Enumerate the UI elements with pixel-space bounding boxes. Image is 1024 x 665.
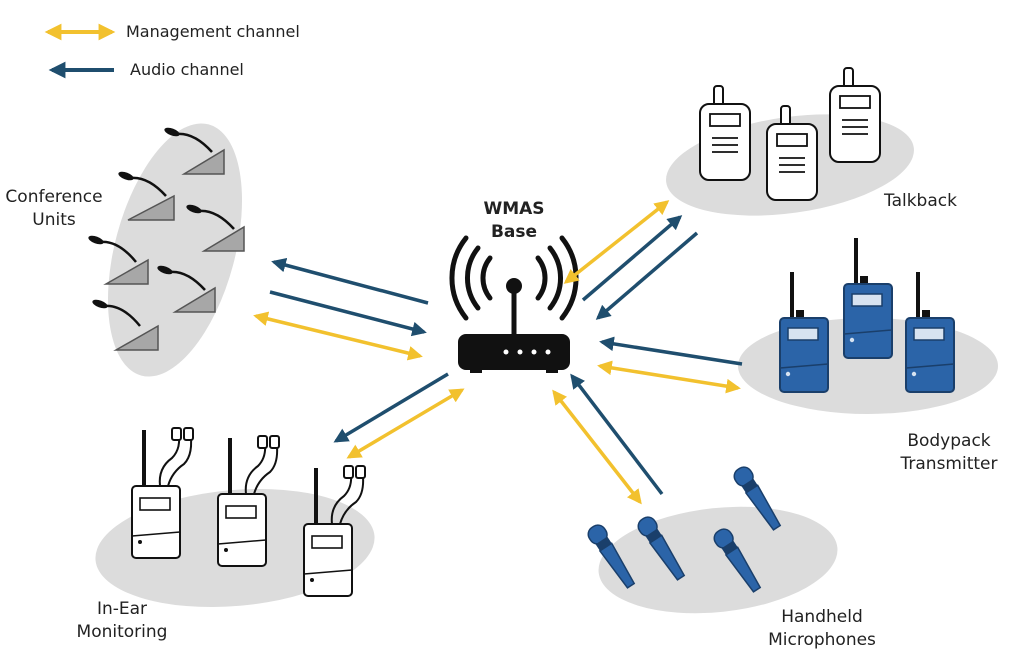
- wmas-base-label: WMAS Base: [464, 198, 564, 244]
- handheld-microphone-icon: [713, 528, 762, 593]
- audio-arrow-base-to-conference: [271, 257, 429, 305]
- conference-microphone-icon: [164, 127, 225, 175]
- in-ear-receiver-icon: [303, 465, 366, 597]
- in-ear-monitoring-label: In-Ear Monitoring: [66, 598, 178, 644]
- audio-arrow-talkback-to-base: [595, 231, 699, 320]
- legend-management-label: Management channel: [126, 22, 300, 41]
- walkie-talkie-icon: [829, 67, 881, 163]
- conference-microphone-icon: [157, 265, 216, 313]
- conference-microphone-icon: [186, 204, 245, 252]
- bodypack-transmitter-icon: [779, 272, 829, 393]
- audio-arrow-base-to-talkback: [581, 215, 683, 302]
- in-ear-receiver-icon: [217, 435, 280, 567]
- in-ear-devices: [131, 427, 366, 597]
- conference-units: [88, 127, 245, 351]
- walkie-talkie-icon: [766, 105, 818, 201]
- management-arrow-conference: [253, 311, 423, 361]
- legend-audio-label: Audio channel: [130, 60, 244, 79]
- bodypack-transmitter-line1: Bodypack: [907, 431, 991, 451]
- conference-units-line1: Conference: [5, 187, 103, 207]
- bodypack-transmitter-icon: [905, 272, 955, 393]
- bodypack-transmitter-label: Bodypack Transmitter: [890, 430, 1008, 476]
- handheld-microphone-icon: [733, 466, 782, 531]
- management-arrow-talkback: [563, 200, 670, 284]
- talkback-label: Talkback: [884, 191, 957, 211]
- in-ear-monitoring-line1: In-Ear: [96, 599, 148, 619]
- talkback-devices: [699, 67, 881, 201]
- conference-units-label: Conference Units: [0, 186, 108, 232]
- handheld-microphone-icon: [637, 516, 686, 581]
- wmas-base-line2: Base: [490, 222, 538, 242]
- conference-microphone-icon: [88, 235, 149, 285]
- conference-microphone-icon: [92, 299, 159, 351]
- channel-arrows: [253, 200, 743, 505]
- wmas-base-line1: WMAS: [483, 199, 545, 219]
- bodypack-transmitter-line2: Transmitter: [900, 454, 998, 474]
- handheld-microphones-line2: Microphones: [768, 630, 876, 650]
- audio-arrow-bodypack-to-base: [599, 336, 743, 366]
- bodypack-transmitter-icon: [843, 238, 893, 359]
- management-arrow-bodypack: [597, 360, 741, 394]
- conference-units-line2: Units: [32, 210, 76, 230]
- walkie-talkie-icon: [699, 85, 751, 181]
- bodypack-devices: [779, 238, 955, 393]
- handheld-halo: [598, 506, 838, 614]
- management-arrow-in-ear: [346, 388, 465, 459]
- handheld-microphones-label: Handheld Microphones: [760, 606, 884, 652]
- conference-halo: [107, 123, 243, 377]
- management-arrow-handheld: [552, 389, 642, 505]
- conference-microphone-icon: [118, 171, 175, 221]
- in-ear-monitoring-line2: Monitoring: [76, 622, 168, 642]
- handheld-microphones-line1: Handheld: [781, 607, 863, 627]
- handheld-devices: [587, 466, 782, 593]
- wifi-router-icon: [449, 235, 579, 373]
- handheld-microphone-icon: [587, 524, 636, 589]
- in-ear-receiver-icon: [131, 427, 194, 559]
- legend: [44, 23, 116, 79]
